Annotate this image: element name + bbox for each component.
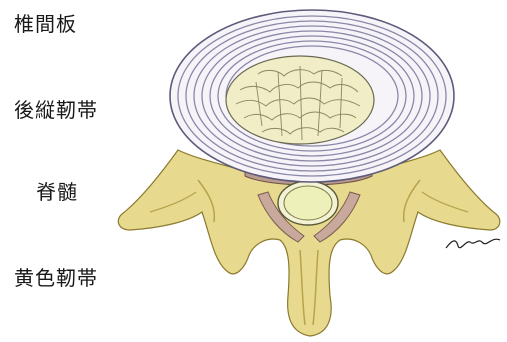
spinal-cord	[278, 181, 338, 225]
signature-mark	[446, 239, 500, 248]
nucleus-pulposus	[226, 56, 374, 144]
